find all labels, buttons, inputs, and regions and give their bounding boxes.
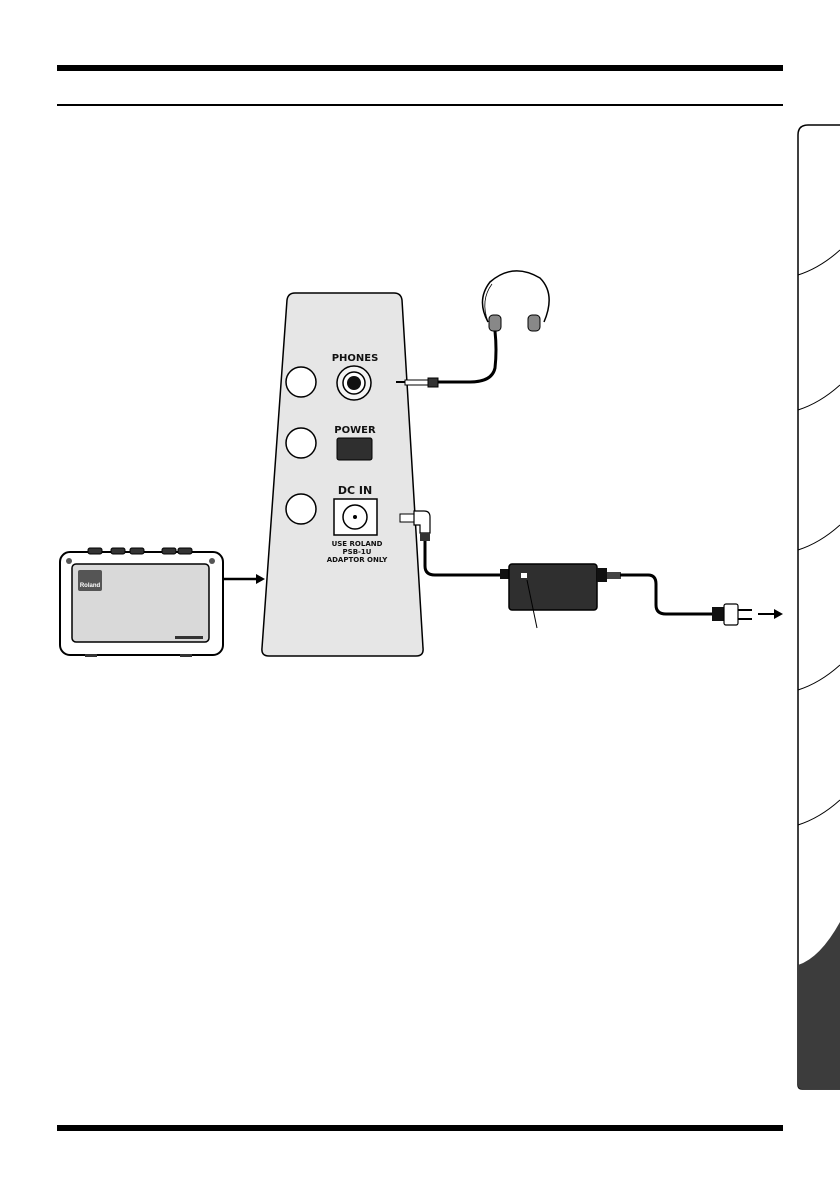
callout-circle-3	[286, 494, 316, 524]
side-panel: PHONES POWER DC IN USE ROLAND PSB-1U ADA…	[262, 293, 423, 656]
dcin-jack[interactable]	[334, 499, 377, 535]
headphones	[438, 271, 549, 382]
dcin-note-line3: ADAPTOR ONLY	[327, 556, 389, 564]
power-button[interactable]	[337, 438, 372, 460]
mains-plug	[712, 604, 783, 625]
view-arrow	[222, 574, 265, 584]
dcin-note-line2: PSB-1U	[343, 548, 372, 556]
amp-unit: Roland	[60, 548, 223, 657]
amp-logo-text: Roland	[80, 583, 101, 589]
dcin-note-line1: USE ROLAND	[332, 540, 383, 548]
adaptor-indicator	[521, 573, 527, 578]
callout-circle-1	[286, 367, 316, 397]
power-label: POWER	[334, 425, 376, 436]
callout-circle-2	[286, 428, 316, 458]
ac-adaptor	[500, 564, 712, 628]
phones-label: PHONES	[332, 353, 379, 364]
dcin-label: DC IN	[338, 484, 372, 497]
phones-jack[interactable]	[337, 366, 371, 400]
